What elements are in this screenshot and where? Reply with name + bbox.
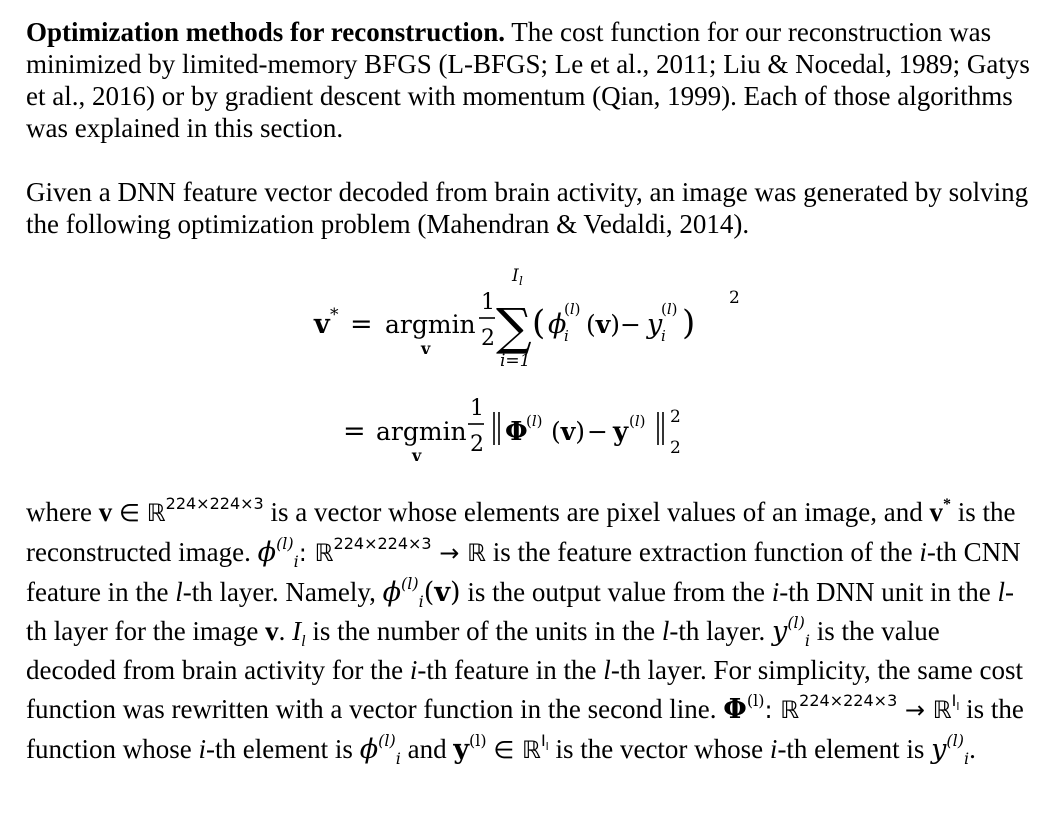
paragraph-problem: Given a DNN feature vector decoded from … (26, 177, 1029, 239)
eq-argmin-sub-1: v (420, 339, 431, 358)
paragraph-definitions: where v ∈ ℝ224×224×3 is a vector whose e… (26, 494, 1024, 768)
eq-sum-symbol: ∑ (496, 298, 532, 356)
def-text-9: -th layer for the image (26, 577, 1015, 646)
eq-phi-1: ϕ (548, 309, 566, 340)
def-text-14: -th layer. For simplicity, the same cost… (26, 655, 1023, 724)
math-l-1: l (175, 577, 183, 607)
math-v-image: v (265, 616, 279, 646)
equation-line-2: = argmin v 1 2 Φ (l) (v) − y (l) 2 2 (343, 396, 681, 465)
eq-sum-upper-sub: l (519, 274, 523, 288)
math-l-4: l (603, 655, 611, 685)
eq-phi-sup-1: (l) (564, 300, 581, 318)
eq-minus-1: − (620, 310, 641, 339)
eq-Phi-arg: (v) (551, 417, 585, 446)
eq-lhs-v: v (313, 309, 331, 340)
eq-sum-upper: I (511, 266, 519, 286)
def-text-16: -th element is (205, 734, 360, 764)
def-text-6: -th layer. Namely, (182, 577, 383, 607)
paragraph-intro: Optimization methods for reconstruction.… (26, 16, 1031, 144)
math-y-vec: y(l) (453, 731, 487, 766)
eq-y-vec-sup: (l) (629, 412, 646, 430)
math-in-2: ∈ ℝIl (493, 731, 549, 765)
math-i-2: i (771, 577, 780, 607)
eq-equals-1: = (350, 309, 373, 340)
eq-minus-2: − (587, 417, 608, 446)
math-l-3: l (661, 616, 670, 646)
math-v-star: v* (929, 496, 951, 528)
eq-frac-num-1: 1 (481, 290, 495, 315)
math-phi-arg: (v) (423, 577, 461, 608)
math-dim-3: 224×224×3 (799, 691, 898, 710)
def-text-19: -th element is (777, 734, 932, 764)
def-text-2: is a vector whose elements are pixel val… (270, 497, 930, 527)
def-text-7: is the output value from the (467, 577, 772, 607)
eq-argmin-sub-2: v (411, 446, 422, 465)
math-i-4: i (198, 734, 206, 764)
math-i-1: i (919, 537, 927, 567)
eq-Phi-sup: (l) (526, 412, 543, 430)
def-text-1: where (26, 497, 99, 527)
paragraph-intro-text: The cost function for our reconstruction… (26, 17, 1030, 143)
eq-y-sub-1: i (661, 327, 666, 345)
optimization-equation: v * = argmin v 1 2 I l ∑ i=1 ( ϕ (l) i (… (313, 266, 740, 465)
math-i-5: i (769, 734, 778, 764)
def-text-11: -th layer. (669, 616, 773, 646)
math-l-2: l (997, 577, 1006, 607)
paragraph-heading: Optimization methods for reconstruction. (26, 17, 505, 47)
def-text-4: is the feature extraction function of th… (492, 537, 920, 567)
eq-phi-sub-1: i (564, 327, 569, 345)
def-text-13: -th feature in the (417, 655, 604, 685)
eq-frac-num-2: 1 (470, 396, 484, 421)
eq-argmin-2: argmin (376, 417, 467, 446)
eq-phi-arg-1: (v) (586, 310, 620, 339)
math-phi-domain: : ℝ224×224×3 → ℝ (298, 534, 486, 568)
def-text-3: is the reconstructed image. (26, 497, 1016, 567)
math-i-3: i (409, 655, 418, 685)
eq-y-vec: y (612, 417, 629, 447)
math-y-elem: y(l)i (931, 731, 970, 768)
math-Phi-map: Φ(l) (723, 691, 765, 726)
math-phi-elem: ϕ(l)i (359, 731, 401, 768)
eq-y-1: y (646, 309, 663, 340)
equation-line-1: v * = argmin v 1 2 I l ∑ i=1 ( ϕ (l) i (… (313, 266, 740, 371)
def-text-17: and (407, 734, 454, 764)
eq-argmin-1: argmin (385, 310, 476, 339)
eq-square-1: 2 (729, 288, 740, 308)
math-dim-2: 224×224×3 (333, 534, 432, 553)
def-text-12: is the value decoded from brain activity… (26, 616, 940, 685)
eq-paren-open: ( (532, 303, 545, 343)
math-y-i-l: y(l)i (772, 613, 811, 650)
math-v: v (98, 497, 113, 527)
def-text-10: is the number of the units in the (312, 616, 662, 646)
eq-equals-2: = (343, 416, 366, 447)
eq-paren-close: ) (682, 303, 695, 343)
eq-sum-lower: i=1 (500, 351, 531, 371)
math-in: ∈ (118, 499, 140, 527)
eq-frac-den-2: 2 (470, 432, 484, 457)
eq-Phi: Φ (505, 417, 528, 447)
def-text-5: -th CNN feature in the (26, 537, 1021, 607)
eq-norm-sub: 2 (670, 438, 681, 458)
def-text-18: is the vector whose (555, 734, 770, 764)
def-text-8: -th DNN unit in the (779, 577, 998, 607)
math-Phi-domain: : ℝ224×224×3 → ℝIl (764, 691, 960, 725)
math-phi-of-v: ϕ(l)i (382, 574, 424, 611)
math-I-l: Il (292, 616, 306, 650)
eq-frac-den-1: 2 (481, 326, 495, 351)
eq-square-2: 2 (670, 407, 681, 427)
math-dim-1: 224×224×3 (165, 494, 264, 513)
def-text-15: is the function whose (26, 694, 1024, 764)
eq-y-sup-1: (l) (661, 300, 678, 318)
eq-lhs-star: * (330, 305, 339, 325)
math-real-dim: ℝ224×224×3 (146, 494, 264, 528)
math-phi-map: ϕ(l)i (257, 534, 299, 571)
